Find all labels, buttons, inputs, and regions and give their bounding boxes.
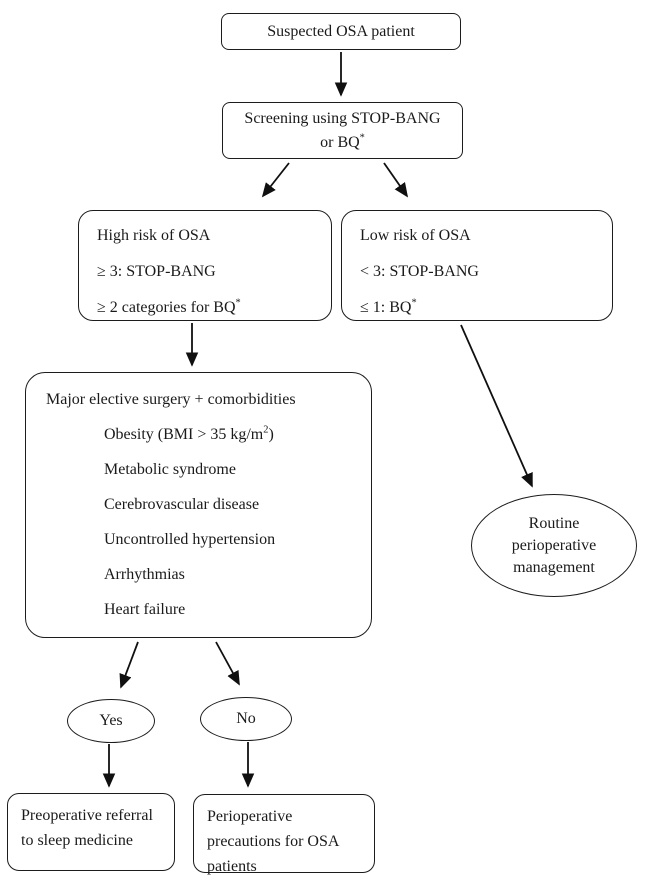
screening-line2-text: or BQ	[320, 133, 360, 151]
high-risk-bq-text: ≥ 2 categories for BQ	[97, 299, 236, 316]
arrow-major-to-yes	[119, 641, 139, 689]
comorbidity-hypertension: Uncontrolled hypertension	[104, 531, 276, 548]
yes-label: Yes	[99, 712, 123, 729]
node-no: No	[200, 697, 292, 741]
node-screening: Screening using STOP-BANG or BQ*	[222, 102, 463, 159]
obesity-close-paren: )	[268, 426, 274, 443]
high-risk-title: High risk of OSA	[97, 227, 211, 244]
screening-line2: or BQ*	[320, 131, 365, 155]
comorbidity-heart-failure: Heart failure	[104, 601, 186, 618]
arrow-screening-to-high-risk	[261, 162, 290, 198]
low-risk-stopbang: < 3: STOP-BANG	[360, 263, 479, 280]
squared-superscript: 2	[263, 424, 269, 436]
screening-line1: Screening using STOP-BANG	[244, 109, 441, 127]
node-periop-precautions: Perioperative precautions for OSA patien…	[193, 794, 375, 875]
low-risk-title: Low risk of OSA	[360, 227, 471, 244]
asterisk-superscript: *	[359, 132, 365, 144]
comorbidity-metabolic: Metabolic syndrome	[104, 461, 236, 478]
comorbidity-arrhythmias: Arrhythmias	[104, 566, 185, 583]
routine-label: Routine perioperative management	[511, 514, 597, 576]
high-risk-bq: ≥ 2 categories for BQ*	[97, 290, 331, 326]
comorbidity-obesity: Obesity (BMI > 35 kg/m2)	[46, 417, 371, 452]
obesity-text: Obesity (BMI > 35 kg/m	[104, 426, 264, 443]
node-low-risk: Low risk of OSA < 3: STOP-BANG ≤ 1: BQ*	[341, 210, 613, 321]
asterisk-superscript: *	[411, 297, 417, 309]
periop-precautions-label: Perioperative precautions for OSA patien…	[207, 808, 339, 875]
suspected-label: Suspected OSA patient	[267, 22, 415, 40]
arrow-major-to-no	[215, 641, 240, 686]
high-risk-stopbang: ≥ 3: STOP-BANG	[97, 263, 216, 280]
node-suspected-osa-patient: Suspected OSA patient	[221, 13, 461, 50]
node-yes: Yes	[67, 699, 155, 743]
no-label: No	[236, 710, 256, 727]
preop-referral-label: Preoperative referral to sleep medicine	[21, 807, 153, 849]
low-risk-bq: ≤ 1: BQ*	[360, 290, 612, 326]
asterisk-superscript: *	[235, 297, 241, 309]
node-routine-management: Routine perioperative management	[471, 494, 637, 597]
low-risk-bq-text: ≤ 1: BQ	[360, 299, 412, 316]
node-preop-referral: Preoperative referral to sleep medicine	[7, 793, 175, 871]
major-title: Major elective surgery + comorbidities	[46, 391, 296, 408]
node-major-surgery-comorbidities: Major elective surgery + comorbidities O…	[25, 372, 372, 638]
arrow-screening-to-low-risk	[383, 162, 409, 198]
comorbidity-cerebrovascular: Cerebrovascular disease	[104, 496, 260, 513]
arrow-low-risk-to-routine	[460, 324, 533, 488]
node-high-risk: High risk of OSA ≥ 3: STOP-BANG ≥ 2 cate…	[78, 210, 332, 321]
